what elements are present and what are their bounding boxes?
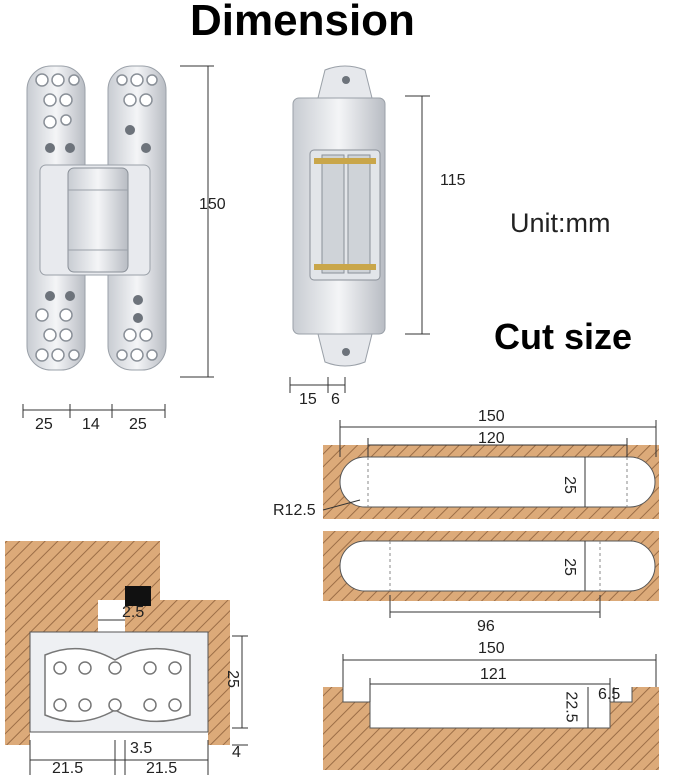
side-depth-b-label: 6: [331, 391, 340, 408]
cut-size-heading: Cut size: [494, 316, 633, 357]
installation-section: [5, 541, 248, 775]
cut-mid-spacing-label: 96: [477, 618, 495, 635]
cut-top-outer-label: 150: [478, 408, 505, 425]
hinge-side-view: [289, 65, 430, 393]
front-width-right-label: 25: [129, 416, 147, 433]
front-height-label: 150: [199, 196, 226, 213]
section-left-label: 21.5: [52, 760, 84, 777]
cut-top-width-label: 25: [560, 476, 578, 494]
cut-bottom-outer-label: 150: [478, 640, 505, 657]
cut-slot-top: [322, 420, 659, 519]
side-depth-a-label: 15: [299, 391, 317, 408]
cut-bottom-step-label: 6.5: [598, 686, 621, 703]
section-right-label: 21.5: [146, 760, 178, 777]
cut-top-radius-label: R12.5: [273, 502, 316, 519]
hinge-front-view: [22, 65, 214, 418]
unit-label: Unit:mm: [510, 208, 611, 238]
diagram-title: Dimension: [190, 0, 415, 45]
cut-bottom-depth-label: 22.5: [562, 691, 580, 723]
front-width-mid-label: 14: [82, 416, 100, 433]
cut-slot-middle: [323, 531, 659, 618]
cut-bottom-inner-label: 121: [480, 666, 507, 683]
side-height-label: 115: [440, 172, 466, 189]
section-gap-label: 2.5: [122, 604, 145, 621]
cut-top-inner-label: 120: [478, 430, 505, 447]
section-center-label: 3.5: [130, 740, 153, 757]
section-height-label: 25: [223, 670, 241, 688]
cut-profile-bottom: [323, 654, 659, 770]
cut-mid-width-label: 25: [560, 558, 578, 576]
front-width-left-label: 25: [35, 416, 53, 433]
section-offset-label: 4: [232, 744, 241, 761]
